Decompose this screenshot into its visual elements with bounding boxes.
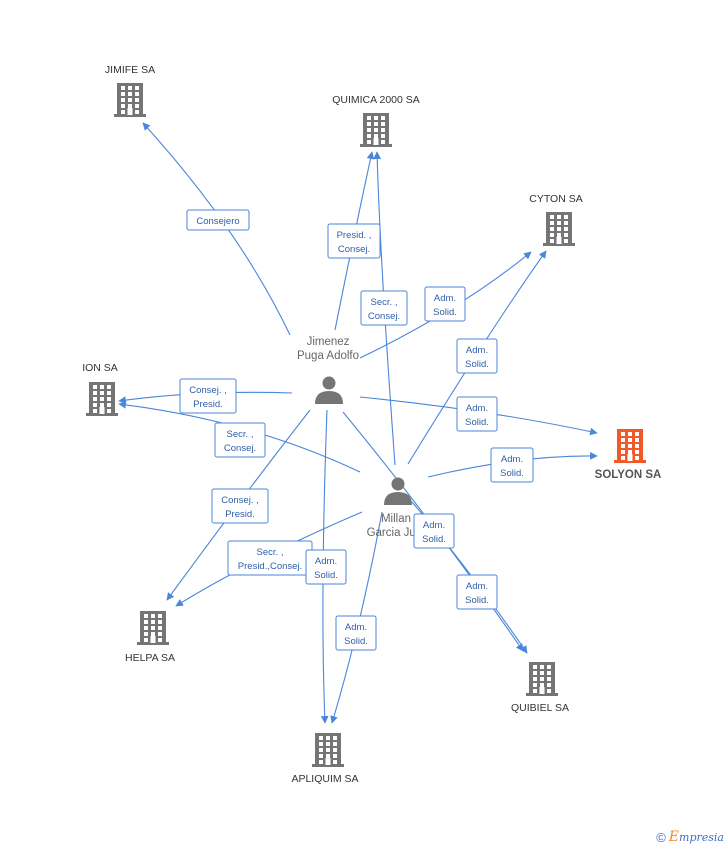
relation-label-box bbox=[335, 615, 377, 651]
building-icon bbox=[137, 611, 169, 645]
person-label: Puga Adolfo bbox=[297, 350, 359, 362]
relation-label-text: Solid. bbox=[422, 534, 446, 545]
relation-label-box bbox=[327, 223, 381, 259]
relation-label-box bbox=[211, 488, 269, 524]
relation-label-text: Solid. bbox=[465, 595, 489, 606]
brand-logo: Empresia bbox=[669, 828, 724, 846]
company-label: HELPA SA bbox=[125, 652, 175, 664]
relation-label-text: Solid. bbox=[433, 307, 457, 318]
relation-label-text: Adm. bbox=[466, 345, 488, 356]
relation-label-jimenez-solyon[interactable]: Adm. Solid. bbox=[456, 396, 498, 432]
relation-label-box bbox=[456, 338, 498, 374]
company-node-helpa[interactable]: HELPA SA bbox=[125, 611, 175, 664]
relation-label-millan-ion[interactable]: Secr. , Consej. bbox=[214, 422, 266, 458]
brand-initial: E bbox=[668, 829, 680, 845]
relation-label-millan-quimica[interactable]: Secr. , Consej. bbox=[360, 290, 408, 326]
relation-label-jimenez-cyton[interactable]: Adm. Solid. bbox=[424, 286, 466, 322]
edge-millan-quimica bbox=[373, 151, 396, 466]
relation-label-box bbox=[456, 396, 498, 432]
relation-label-box bbox=[490, 447, 534, 483]
relation-label-text: Solid. bbox=[500, 468, 524, 479]
company-node-jimife[interactable]: JIMIFE SA bbox=[105, 64, 155, 117]
relation-label-text: Secr. , bbox=[227, 429, 254, 440]
relation-label-box bbox=[456, 574, 498, 610]
building-icon bbox=[543, 212, 575, 246]
company-node-quimica[interactable]: QUIMICA 2000 SA bbox=[332, 94, 420, 147]
nodes-layer: JIMIFE SA QUIMICA 2000 SA CYTON SA ION SA SO… bbox=[82, 64, 661, 785]
relation-label-text: Consej. bbox=[368, 311, 400, 322]
relation-label-jimenez-ion[interactable]: Consej. , Presid. bbox=[179, 378, 237, 414]
relation-label-text: Adm. bbox=[345, 622, 367, 633]
relation-label-text: Consej. , bbox=[189, 385, 227, 396]
relation-label-text: Adm. bbox=[466, 403, 488, 414]
company-node-cyton[interactable]: CYTON SA bbox=[529, 193, 583, 246]
relation-label-text: Presid.,Consej. bbox=[238, 561, 302, 572]
building-icon bbox=[86, 382, 118, 416]
relation-label-text: Solid. bbox=[344, 636, 368, 647]
person-label: Jimenez bbox=[307, 336, 350, 348]
relation-label-millan-helpa[interactable]: Secr. , Presid.,Consej. bbox=[227, 540, 313, 576]
relation-label-text: Adm. bbox=[434, 293, 456, 304]
relation-label-text: Consej. bbox=[338, 244, 370, 255]
relation-label-box bbox=[305, 549, 347, 585]
relation-label-text: Solid. bbox=[465, 417, 489, 428]
person-label: Garcia Ju... bbox=[367, 527, 426, 539]
relation-label-text: Secr. , bbox=[371, 297, 398, 308]
relation-label-jimenez-helpa[interactable]: Consej. , Presid. bbox=[211, 488, 269, 524]
relation-label-text: Adm. bbox=[315, 556, 337, 567]
company-node-apliquim[interactable]: APLIQUIM SA bbox=[291, 733, 359, 785]
relation-label-text: Consej. , bbox=[221, 495, 259, 506]
person-icon bbox=[315, 376, 343, 404]
company-node-quibiel[interactable]: QUIBIEL SA bbox=[511, 662, 569, 714]
company-label: QUIMICA 2000 SA bbox=[332, 94, 420, 106]
relation-label-millan-cyton[interactable]: Adm. Solid. bbox=[456, 338, 498, 374]
company-label: APLIQUIM SA bbox=[291, 773, 358, 785]
relation-label-millan-quibiel[interactable]: Adm. Solid. bbox=[413, 513, 455, 549]
company-label: SOLYON SA bbox=[595, 469, 662, 481]
relation-label-box bbox=[360, 290, 408, 326]
building-icon bbox=[312, 733, 344, 767]
relation-label-text: Solid. bbox=[465, 359, 489, 370]
relation-label-jimenez-apliquim[interactable]: Adm. Solid. bbox=[305, 549, 347, 585]
relation-label-box bbox=[214, 422, 266, 458]
building-icon bbox=[526, 662, 558, 696]
relation-label-text: Consejero bbox=[196, 216, 239, 227]
brand-name: mpresia bbox=[679, 831, 724, 844]
relation-label-text: Presid. bbox=[193, 399, 223, 410]
relation-label-text: Adm. bbox=[501, 454, 523, 465]
company-label: ION SA bbox=[82, 362, 118, 374]
relation-label-text: Adm. bbox=[466, 581, 488, 592]
relation-label-jimenez-quimica[interactable]: Presid. , Consej. bbox=[327, 223, 381, 259]
relation-label-millan-solyon[interactable]: Adm. Solid. bbox=[490, 447, 534, 483]
company-label: CYTON SA bbox=[529, 193, 582, 205]
company-label: JIMIFE SA bbox=[105, 64, 155, 76]
company-node-solyon[interactable]: SOLYON SA bbox=[595, 429, 662, 481]
building-icon bbox=[360, 113, 392, 147]
building-icon bbox=[114, 83, 146, 117]
relation-label-box bbox=[424, 286, 466, 322]
person-label: Millan bbox=[381, 513, 411, 525]
person-icon bbox=[384, 477, 412, 505]
relation-label-box bbox=[186, 209, 250, 231]
company-label: QUIBIEL SA bbox=[511, 702, 569, 714]
relation-label-text: Solid. bbox=[314, 570, 338, 581]
relation-label-jimenez-quibiel[interactable]: Adm. Solid. bbox=[456, 574, 498, 610]
footer-brand[interactable]: © Empresia bbox=[656, 828, 724, 846]
copyright-icon: © bbox=[656, 829, 666, 845]
relation-label-text: Presid. , bbox=[337, 230, 372, 241]
relation-label-millan-apliquim[interactable]: Adm. Solid. bbox=[335, 615, 377, 651]
relation-label-box bbox=[413, 513, 455, 549]
relation-label-text: Presid. bbox=[225, 509, 255, 520]
relation-label-jimenez-jimife[interactable]: Consejero bbox=[186, 209, 250, 231]
relation-label-box bbox=[179, 378, 237, 414]
company-node-ion[interactable]: ION SA bbox=[82, 362, 118, 416]
relation-label-text: Consej. bbox=[224, 443, 256, 454]
relation-label-text: Adm. bbox=[423, 520, 445, 531]
relation-label-text: Secr. , bbox=[257, 547, 284, 558]
building-icon bbox=[614, 429, 646, 463]
